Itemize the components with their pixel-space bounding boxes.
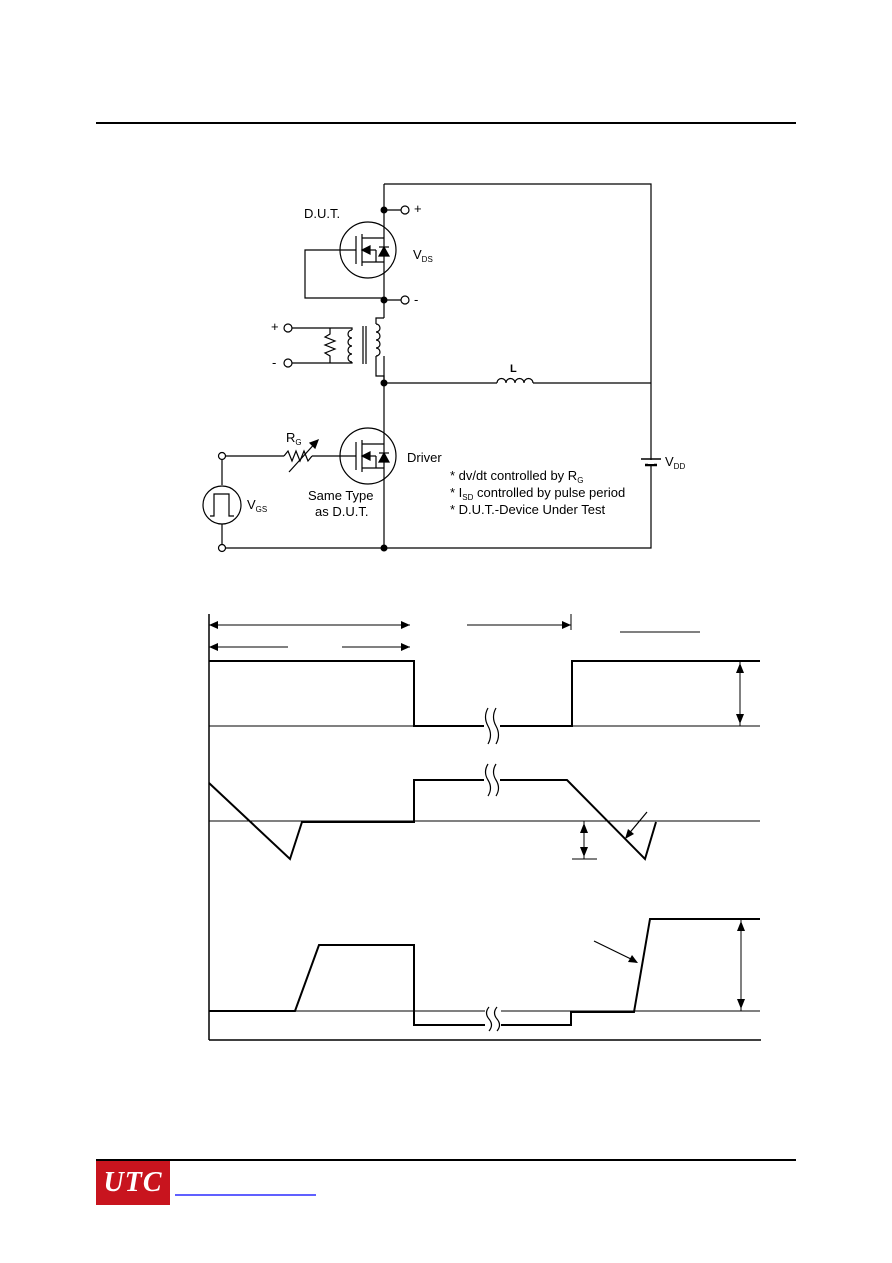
period-arrow-right-head-icon: [401, 621, 410, 629]
rg-resistor: [283, 449, 313, 463]
inductor-label: L: [510, 363, 517, 375]
utc-logo: [96, 1161, 170, 1205]
vds-label: VDS: [413, 247, 433, 264]
wave3-dvdt-pointer-icon: [628, 955, 638, 963]
note-dut: * D.U.T.-Device Under Test: [450, 502, 605, 517]
vdd-gap: [648, 460, 654, 464]
junction-bottom: [380, 544, 388, 552]
wave2-break-mark-2: [492, 763, 500, 797]
vds-plus-label: +: [414, 201, 422, 216]
wave3-dvdt-pointer: [593, 940, 636, 962]
ct-lead-bottom: [375, 356, 385, 383]
vgs-label: VGS: [247, 497, 267, 514]
note-isd: * ISD controlled by pulse period: [450, 485, 625, 502]
vds-minus-terminal: [400, 295, 410, 305]
junction-inductor: [380, 379, 388, 387]
wave3-vds: [209, 918, 760, 1026]
wave1-arrow-down-icon: [736, 714, 744, 724]
ct-plus-terminal: [283, 323, 293, 333]
period-arrow-left-head-icon: [209, 621, 218, 629]
driver-arrow-icon: [360, 451, 371, 461]
off-arrow-head-icon: [562, 621, 571, 629]
junction-dots: [380, 206, 388, 552]
pw-arrow-right-head-icon: [401, 643, 410, 651]
ct-plus-wire: [290, 327, 353, 330]
wave3-arrow-down-icon: [737, 999, 745, 1009]
waveform-panel: [208, 614, 761, 1041]
dut-diode-icon: [377, 245, 391, 257]
wave1-break-mark-2: [492, 707, 500, 745]
wave3-arrow-up-icon: [737, 921, 745, 931]
ct-plus-label: +: [271, 319, 279, 334]
dut-arrow-icon: [360, 245, 371, 255]
ct-minus-wire: [290, 362, 353, 364]
dut-gate-loop: [304, 249, 384, 299]
wave2-break-mask: [484, 762, 500, 798]
vdd-label: VDD: [665, 454, 685, 471]
utc-logo-text: UTC: [103, 1167, 163, 1198]
wave2-break-mark-1: [484, 763, 492, 797]
ct-primary-coil: [375, 323, 381, 357]
ct-minus-terminal: [283, 358, 293, 368]
wave3-break-mark-2: [493, 1006, 501, 1032]
ct-secondary-coil: [347, 329, 353, 363]
vds-minus-label: -: [414, 292, 418, 307]
vgs-pulse-icon: [210, 493, 234, 517]
wave2-slope-pointer-icon: [625, 829, 634, 839]
driver-label: Driver: [407, 450, 442, 465]
rg-arrow-icon: [308, 438, 320, 450]
burden-resistor: [323, 328, 337, 363]
wave1-break-mask: [484, 706, 500, 746]
outer-wire: [384, 183, 652, 549]
wave3-break-mask: [485, 1005, 501, 1035]
pw-arrow-left-head-icon: [209, 643, 218, 651]
rg-label: RG: [286, 430, 302, 447]
ct-minus-label: -: [272, 355, 276, 370]
dut-label: D.U.T.: [304, 206, 340, 221]
wave1-break-mark-1: [484, 707, 492, 745]
vds-plus-terminal: [400, 205, 410, 215]
ct-lead-top: [375, 317, 384, 324]
junction-vds-minus: [380, 296, 388, 304]
inductor-coil: [496, 377, 534, 384]
vgs-bottom-terminal: [217, 543, 227, 553]
test-circuit: [202, 183, 661, 553]
same-type-line1: Same Type: [308, 488, 374, 503]
same-type-line2: as D.U.T.: [315, 504, 368, 519]
note-dvdt: * dv/dt controlled by RG: [450, 468, 583, 485]
wave3-break-mark-1: [485, 1006, 493, 1032]
driver-diode-icon: [377, 451, 391, 463]
junction-vds-plus: [380, 206, 388, 214]
wave1-arrow-up-icon: [736, 663, 744, 673]
wave2-arrow-up-icon: [580, 823, 588, 833]
vgs-source-circle: [202, 485, 242, 525]
wave2-diode-current: [208, 779, 657, 861]
vgs-top-terminal: [217, 451, 227, 461]
wave2-arrow-down-icon: [580, 847, 588, 857]
